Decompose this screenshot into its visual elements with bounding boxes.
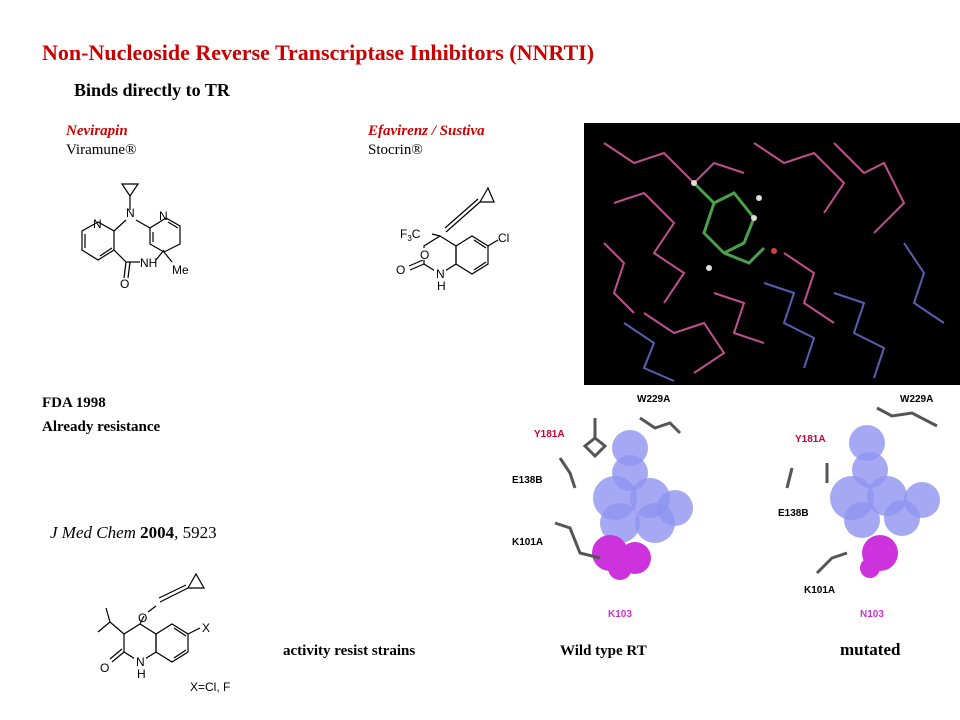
activity-caption: activity resist strains	[283, 643, 416, 659]
wt-e138-label: E138B	[512, 475, 543, 486]
drug-name-efavirenz: Efavirenz / Sustiva	[368, 123, 485, 139]
efavirenz-cl-label: Cl	[498, 231, 509, 245]
drug-brand-stocrin: Stocrin®	[368, 142, 423, 158]
nevirapine-o-label: O	[120, 277, 129, 291]
fda-year-note: FDA 1998	[42, 395, 106, 411]
wt-k101-label: K101A	[512, 537, 543, 548]
nevirapine-n1-label: N	[126, 206, 135, 220]
wildtype-binding-site: W229A Y181A E138B K101A K103	[512, 394, 693, 620]
nevirapine-nh-label: NH	[140, 256, 157, 270]
wt-k103-label: K103	[608, 609, 632, 620]
nevirapine-n3-label: N	[159, 209, 168, 223]
nevirapine-structure: N N N NH O Me	[81, 183, 189, 291]
wt-y181-label: Y181A	[534, 429, 565, 440]
mut-n103-label: N103	[860, 609, 884, 620]
quinolinone-x-label: X	[202, 621, 210, 635]
efavirenz-o-ring-label: O	[420, 248, 429, 262]
quinolinone-structure: O X O N H X=Cl, F	[97, 572, 230, 694]
mut-k101-label: K101A	[804, 585, 835, 596]
nevirapine-n2-label: N	[93, 217, 102, 231]
protein-ligand-render	[584, 123, 960, 385]
mut-e138-label: E138B	[778, 508, 809, 519]
wt-w229-label: W229A	[637, 394, 670, 405]
quinolinone-o-label: O	[100, 661, 109, 675]
resistance-note: Already resistance	[42, 419, 161, 435]
quinolinone-o-ether-label: O	[138, 611, 147, 625]
quinolinone-h-label: H	[137, 667, 146, 681]
drug-name-nevirapin: Nevirapin	[66, 123, 128, 139]
mut-w229-label: W229A	[900, 394, 933, 405]
quinolinone-substituent-label: X=Cl, F	[190, 680, 230, 694]
efavirenz-structure: F3C O O N H Cl	[396, 186, 509, 293]
mut-y181-label: Y181A	[795, 434, 826, 445]
quinolinone-n-label: N	[136, 655, 145, 669]
efavirenz-o-carbonyl-label: O	[396, 263, 405, 277]
efavirenz-cf3-label: F3C	[400, 227, 421, 243]
wildtype-caption: Wild type RT	[560, 643, 647, 659]
mutated-binding-site: W229A Y181A E138B K101A N103	[778, 394, 940, 620]
efavirenz-n-label: N	[436, 267, 445, 281]
slide-title: Non-Nucleoside Reverse Transcriptase Inh…	[42, 40, 595, 65]
efavirenz-h-label: H	[437, 279, 446, 293]
drug-brand-viramune: Viramune®	[66, 142, 137, 158]
nevirapine-me-label: Me	[172, 263, 189, 277]
mutated-caption: mutated	[840, 640, 901, 659]
slide-subtitle: Binds directly to TR	[74, 80, 230, 100]
journal-reference: J Med Chem 2004, 5923	[50, 523, 217, 542]
